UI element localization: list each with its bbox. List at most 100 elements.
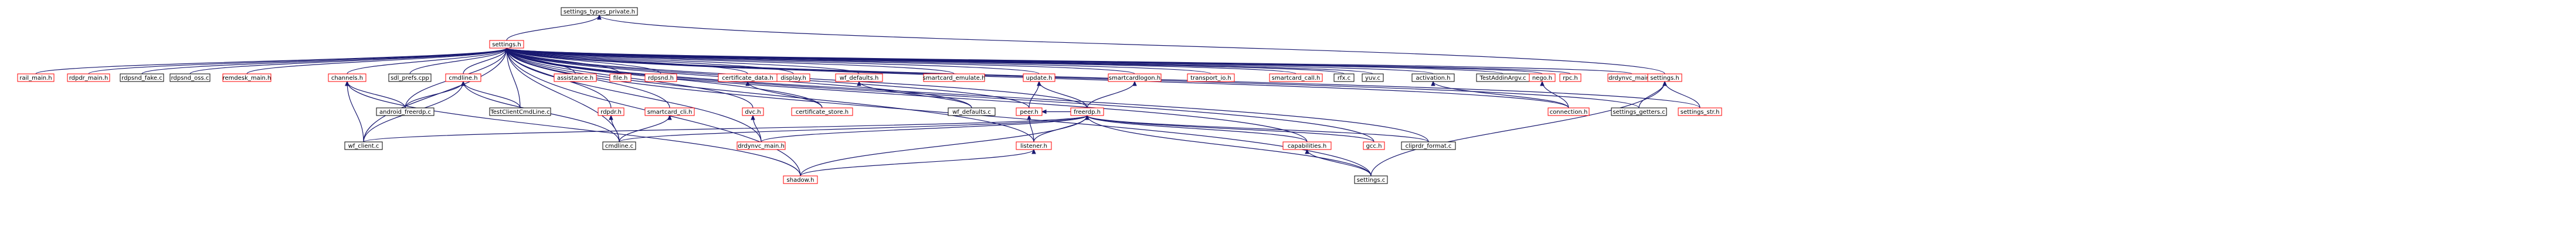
graph-node-listener-h[interactable]: listener.h [1016,141,1052,150]
graph-node-sdl-prefs-cpp[interactable]: sdl_prefs.cpp [388,73,432,82]
graph-node-connection-h[interactable]: connection.h [1547,107,1590,116]
dependency-edge [619,115,670,142]
node-label: gcc.h [1366,143,1382,150]
graph-node-rdpsnd-fake-c[interactable]: rdpsnd_fake.c [120,73,164,82]
graph-node-capabilities-h[interactable]: capabilities.h [1282,141,1332,150]
node-box [1016,141,1052,150]
edge-arrowhead [745,80,750,86]
graph-node-rail-main-h[interactable]: rail_main.h [17,73,55,82]
graph-node-rdpsnd-h[interactable]: rdpsnd.h [644,73,677,82]
graph-node-channels-h[interactable]: channels.h [328,73,366,82]
graph-node-smartcard-call-h[interactable]: smartcard_call.h [1269,73,1323,82]
node-box [783,175,818,184]
graph-node-activation-h[interactable]: activation.h [1411,73,1455,82]
edge-arrowhead [1431,80,1435,86]
graph-node-transport-io-h[interactable]: transport_io.h [1187,73,1235,82]
dependency-edge [1087,115,1429,142]
graph-node-file-h[interactable]: file.h [609,73,632,82]
graph-node-settings-str-h[interactable]: settings_str.h [1678,107,1722,116]
edge-arrowhead [1662,80,1667,86]
node-box [923,73,985,82]
graph-node-display-h[interactable]: display.h [776,73,810,82]
node-box [609,73,632,82]
node-label: smartcard_emulate.h [923,75,986,82]
node-label: display.h [780,75,806,82]
node-box [17,73,55,82]
dependency-edge [506,47,1040,74]
graph-node-smartcard-emulate-h[interactable]: smartcard_emulate.h [923,73,986,82]
graph-node-testclientcmdline-c[interactable]: TestClientCmdLine.c [489,107,551,116]
graph-node-wf-defaults-h[interactable]: wf_defaults.h [835,73,883,82]
dependency-edge [747,81,823,108]
node-label: drdynvc_main.h [1608,75,1655,82]
dependency-edge [506,47,661,74]
node-box [1070,107,1104,116]
graph-node-rpc-h[interactable]: rpc.h [1559,73,1581,82]
graph-node-gcc-h[interactable]: gcc.h [1363,141,1385,150]
graph-node-dvc-h[interactable]: dvc.h [742,107,764,116]
node-box [1016,107,1043,116]
graph-node-settings-getters-c[interactable]: settings_getters.c [1611,107,1667,116]
graph-node-smartcardlogon-h[interactable]: smartcardlogon.h [1108,73,1162,82]
node-box [169,73,211,82]
graph-node-testaddinargv-c[interactable]: TestAddinArgv.c [1476,73,1530,82]
graph-node-nego-h[interactable]: nego.h [1529,73,1556,82]
node-label: android_freerdp.c [379,109,431,116]
node-label: TestAddinArgv.c [1479,75,1526,82]
dependency-edge [506,47,1374,142]
graph-node-settings-h[interactable]: settings.h [1647,73,1682,82]
node-label: settings.h [492,42,521,48]
graph-node-wf-client-c[interactable]: wf_client.c [344,141,383,150]
node-label: cmdline.h [449,75,477,82]
dependency-edge [858,81,972,108]
graph-node-yuv-c[interactable]: yuv.c [1362,73,1384,82]
dependency-edge [189,47,507,74]
graph-node-peer-h[interactable]: peer.h [1016,107,1043,116]
node-label: capabilities.h [1288,143,1326,150]
graph-node-android-freerdp-c[interactable]: android_freerdp.c [376,107,435,116]
graph-node-assistance-h[interactable]: assistance.h [554,73,597,82]
node-label: wf_client.c [348,143,379,150]
node-box [602,141,636,150]
node-label: cliprdr_format.c [1406,143,1452,150]
graph-node-update-h[interactable]: update.h [1023,73,1055,82]
graph-node-wf-defaults-c[interactable]: wf_defaults.c [948,107,996,116]
node-box [742,107,764,116]
graph-node-cliprdr-format-c[interactable]: cliprdr_format.c [1401,141,1456,150]
dependency-edge [363,47,507,142]
graph-node-settings-c[interactable]: settings.c [1354,175,1388,184]
graph-node-rfx-c[interactable]: rfx.c [1333,73,1355,82]
node-box [376,107,435,116]
dependency-edge [1370,81,1665,176]
graph-node-cmdline-c[interactable]: cmdline.c [602,141,636,150]
node-box [1678,107,1722,116]
node-box [835,73,883,82]
dependency-edge [1087,115,1372,176]
graph-node-certificate-store-h[interactable]: certificate_store.h [791,107,853,116]
node-box [120,73,164,82]
graph-nodes: settings_types_private.hsettings.hrail_m… [17,7,1722,184]
graph-node-remdesk-main-h[interactable]: remdesk_main.h [222,73,271,82]
node-label: settings.h [1650,75,1679,82]
graph-node-settings-h[interactable]: settings.h [489,40,524,49]
graph-node-certificate-data-h[interactable]: certificate_data.h [718,73,778,82]
node-label: smartcardlogon.h [1109,75,1160,82]
graph-node-rdpsnd-oss-c[interactable]: rdpsnd_oss.c [169,73,211,82]
node-label: settings_str.h [1681,109,1720,116]
dependency-edge [800,115,1088,176]
graph-node-rdpdr-h[interactable]: rdpdr.h [598,107,625,116]
graph-node-rdpdr-main-h[interactable]: rdpdr_main.h [67,73,110,82]
graph-node-freerdp-h[interactable]: freerdp.h [1070,107,1104,116]
node-box [1411,73,1455,82]
edge-arrowhead [461,80,466,86]
graph-node-smartcard-cli-h[interactable]: smartcard_cli.h [644,107,695,116]
node-label: smartcard_call.h [1272,75,1321,82]
graph-node-cmdline-h[interactable]: cmdline.h [445,73,481,82]
node-label: shadow.h [787,177,814,184]
node-box [222,73,271,82]
graph-node-drdynvc-main-h[interactable]: drdynvc_main.h [1607,73,1657,82]
graph-node-drdynvc-main-h[interactable]: drdynvc_main.h [737,141,786,150]
dependency-edge [619,115,1088,142]
edge-arrowhead [1305,148,1309,154]
graph-node-shadow-h[interactable]: shadow.h [783,175,818,184]
